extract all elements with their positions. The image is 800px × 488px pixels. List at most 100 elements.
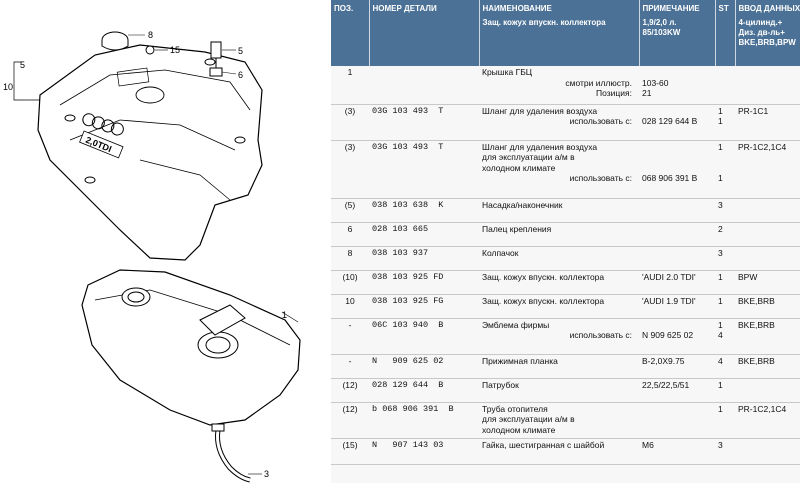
cell-st: 4 xyxy=(715,354,735,379)
vehicle-name: Защ. кожух впускн. коллектора xyxy=(479,16,640,66)
cell-pos: - xyxy=(331,354,369,379)
cell-st: 1 xyxy=(715,270,735,295)
cell-st: 3 xyxy=(715,438,735,465)
cell-pos: (15) xyxy=(331,438,369,465)
cell-pos: - xyxy=(331,318,369,355)
cell-pos: (12) xyxy=(331,402,369,439)
cell-note: 068 906 391 B xyxy=(639,140,715,199)
cell-pos: (3) xyxy=(331,140,369,199)
engine-cover-shape xyxy=(37,44,263,261)
header-st: ST xyxy=(715,0,736,16)
cell-pos: 8 xyxy=(331,246,369,271)
cell-input xyxy=(735,378,800,403)
cell-input: PR-1C2,1C4 xyxy=(735,402,800,439)
cell-note: 028 129 644 B xyxy=(639,104,715,141)
cell-pos: 10 xyxy=(331,294,369,319)
cell-note: 'AUDI 1.9 TDI' xyxy=(639,294,715,319)
cell-name: Защ. кожух впускн. коллектора xyxy=(479,270,639,295)
cell-pos: (3) xyxy=(331,104,369,141)
cell-input: BKE,BRB xyxy=(735,294,800,319)
cell-input xyxy=(735,66,800,105)
cylinder-head-cover-shape xyxy=(81,269,301,426)
cell-note: B-2,0X9.75 xyxy=(639,354,715,379)
cell-input: PR-1C2,1C4 xyxy=(735,140,800,199)
vehicle-row: Защ. кожух впускн. коллектора 1,9/2,0 л.… xyxy=(331,16,800,66)
table-header-row: ПОЗ. НОМЕР ДЕТАЛИ НАИМЕНОВАНИЕ ПРИМЕЧАНИ… xyxy=(331,0,800,16)
cell-input xyxy=(735,222,800,247)
rings-logo-icon xyxy=(82,113,124,136)
cell-note: 22,5/22,5/51 xyxy=(639,378,715,403)
cell-st: 3 xyxy=(715,198,735,223)
cell-partno: 038 103 638 K xyxy=(369,198,479,223)
cell-note: M6 xyxy=(639,438,715,465)
cell-st: 1 xyxy=(715,402,735,439)
cell-pos: (10) xyxy=(331,270,369,295)
cell-pos: (5) xyxy=(331,198,369,223)
cell-input: BKE,BRB xyxy=(735,318,800,355)
cell-st: 1 1 xyxy=(715,140,735,199)
cell-st: 1 xyxy=(715,294,735,319)
parts-diagram: 2,0TDI 8 15 5 6 5 10 1 xyxy=(0,0,330,483)
cell-input: PR-1C1 xyxy=(735,104,800,141)
cell-partno: 03G 103 493 T xyxy=(369,104,479,141)
engine-cover-illustration: 2,0TDI 8 15 5 6 5 10 1 xyxy=(3,30,301,483)
cell-st: 1 xyxy=(715,378,735,403)
cell-partno: 038 103 937 xyxy=(369,246,479,271)
header-pos: ПОЗ. xyxy=(331,0,370,16)
callout-3: 3 xyxy=(264,469,269,479)
header-name: НАИМЕНОВАНИЕ xyxy=(479,0,640,16)
cell-input xyxy=(735,246,800,271)
cell-note xyxy=(639,198,715,223)
cell-partno: 038 103 925 FG xyxy=(369,294,479,319)
cell-partno: 028 129 644 B xyxy=(369,378,479,403)
cell-pos: (12) xyxy=(331,378,369,403)
cell-name: Колпачок xyxy=(479,246,639,271)
parts-table: ПОЗ. НОМЕР ДЕТАЛИ НАИМЕНОВАНИЕ ПРИМЕЧАНИ… xyxy=(331,0,800,465)
header-input: ВВОД ДАННЫХ xyxy=(735,0,800,16)
vehicle-note: 1,9/2,0 л. 85/103KW xyxy=(639,16,716,66)
cell-name: Патрубок xyxy=(479,378,639,403)
cell-input xyxy=(735,438,800,465)
cell-st: 2 xyxy=(715,222,735,247)
callout-15: 15 xyxy=(170,45,180,55)
cell-note xyxy=(639,246,715,271)
cell-note: 'AUDI 2.0 TDI' xyxy=(639,270,715,295)
cell-partno: 038 103 925 FD xyxy=(369,270,479,295)
callout-10: 10 xyxy=(3,82,13,92)
callout-5-left: 5 xyxy=(20,60,25,70)
cell-pos: 6 xyxy=(331,222,369,247)
cell-partno: N 907 143 03 xyxy=(369,438,479,465)
cell-partno xyxy=(369,66,479,105)
cell-name: Защ. кожух впускн. коллектора xyxy=(479,294,639,319)
callout-1: 1 xyxy=(282,310,287,320)
cell-name: Насадка/наконечник xyxy=(479,198,639,223)
cell-input: BKE,BRB xyxy=(735,354,800,379)
callout-8: 8 xyxy=(148,30,153,40)
cell-partno: 06C 103 940 B xyxy=(369,318,479,355)
cell-partno: N 909 625 02 xyxy=(369,354,479,379)
cell-partno: 028 103 665 xyxy=(369,222,479,247)
vehicle-input: 4-цилинд.+ Диз. дв-ль+ BKE,BRB,BPW xyxy=(735,16,800,66)
callout-6: 6 xyxy=(238,70,243,80)
